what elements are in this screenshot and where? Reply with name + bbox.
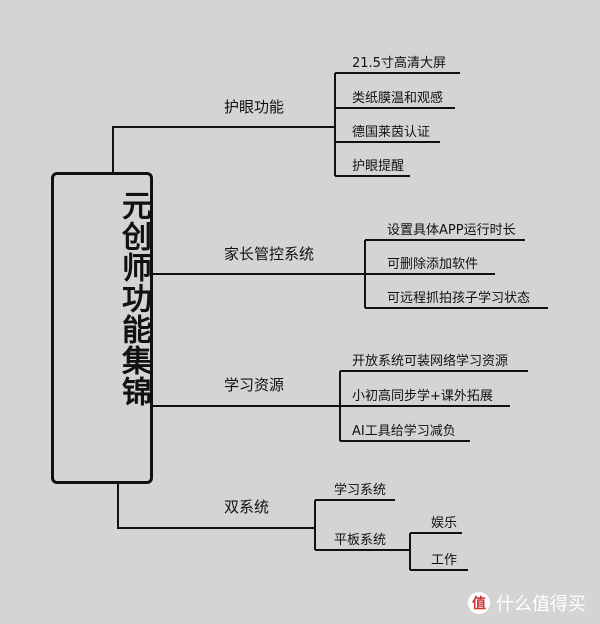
leaf-parent-2: 可删除添加软件 bbox=[387, 257, 479, 272]
leaf-parent-3: 可远程抓拍孩子学习状态 bbox=[387, 291, 531, 306]
leaf-eye-1: 21.5寸高清大屏 bbox=[352, 56, 446, 71]
leaf-dual-study: 学习系统 bbox=[334, 483, 387, 498]
connector-eye bbox=[112, 126, 335, 172]
leaf-tablet-2: 工作 bbox=[431, 553, 458, 568]
root-node-title: 元创师功能集锦 bbox=[116, 190, 151, 407]
connector-dual bbox=[117, 484, 315, 529]
branch-dual-label: 双系统 bbox=[224, 498, 270, 516]
leaf-eye-4: 护眼提醒 bbox=[352, 159, 405, 174]
leaf-parent-1: 设置具体APP运行时长 bbox=[387, 223, 516, 238]
leaf-eye-3: 德国莱茵认证 bbox=[352, 125, 431, 140]
branch-learn-label: 学习资源 bbox=[224, 376, 285, 394]
branch-parent-label: 家长管控系统 bbox=[224, 245, 315, 263]
watermark-text: 什么值得买 bbox=[496, 594, 586, 615]
leaf-learn-1: 开放系统可装网络学习资源 bbox=[352, 354, 509, 369]
root-node-box bbox=[51, 172, 153, 484]
watermark: 值 什么值得买 bbox=[468, 590, 586, 616]
leaf-learn-2: 小初高同步学+课外拓展 bbox=[352, 389, 493, 404]
watermark-logo-icon: 值 bbox=[468, 592, 490, 614]
leaf-learn-3: AI工具给学习减负 bbox=[352, 424, 456, 439]
leaf-eye-2: 类纸膜温和观感 bbox=[352, 91, 444, 106]
branch-eye-label: 护眼功能 bbox=[224, 98, 285, 116]
leaf-dual-tablet: 平板系统 bbox=[334, 533, 387, 548]
leaf-tablet-1: 娱乐 bbox=[431, 516, 458, 531]
